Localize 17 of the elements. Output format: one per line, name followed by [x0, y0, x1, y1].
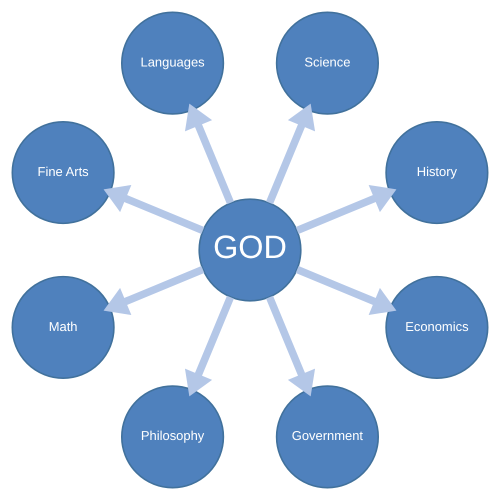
arrow: [104, 184, 204, 234]
node-circle: Fine Arts: [12, 121, 115, 224]
node-circle: Economics: [385, 276, 488, 379]
node-circle: Government: [276, 385, 379, 488]
arrow: [104, 266, 204, 316]
arrow: [184, 104, 234, 204]
node-circle: Science: [276, 12, 379, 115]
node-circle: Languages: [121, 12, 224, 115]
node-circle: GOD: [198, 198, 302, 302]
arrow: [184, 296, 234, 396]
node-circle: Math: [12, 276, 115, 379]
arrow: [296, 184, 396, 234]
arrow: [296, 266, 396, 316]
node-circle: History: [385, 121, 488, 224]
arrow: [266, 104, 316, 204]
node-circle: Philosophy: [121, 385, 224, 488]
arrow: [266, 296, 316, 396]
